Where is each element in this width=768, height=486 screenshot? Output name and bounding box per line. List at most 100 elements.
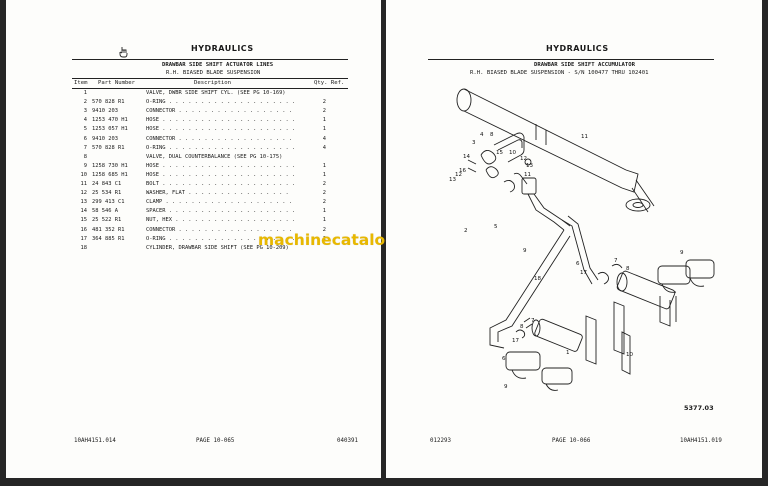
callout-8b: 8 (626, 266, 630, 272)
part-quantity: 1 (322, 208, 326, 215)
figure-number: 5377.03 (684, 404, 714, 412)
part-quantity: 1 (322, 171, 326, 178)
right-footer-code: 10AH4151.019 (680, 438, 722, 444)
callouts: 13 12 14 16 3 4 8 15 10 12 13 11 11 2 5 … (449, 132, 684, 390)
table-row: 16 481 352 R1 CONNECTOR . . . . . . . . . … (0, 227, 375, 236)
part-number: 9410 203 (92, 108, 118, 115)
part-quantity: 2 (322, 108, 326, 115)
part-description: O-RING . . . . . . . . . . . . . . . . .… (146, 235, 296, 242)
part-description: HOSE . . . . . . . . . . . . . . . . . .… (146, 162, 296, 169)
table-row: 5 1253 057 H1 HOSE . . . . . . . . . . . .… (0, 126, 375, 135)
hose-lines (489, 215, 599, 349)
part-quantity: 2 (322, 235, 326, 242)
item-number: 16 (80, 226, 88, 233)
callout-11b: 11 (524, 172, 531, 178)
cylinder-drawing (456, 88, 655, 213)
table-row: 10 1258 685 H1 HOSE . . . . . . . . . . . … (0, 172, 375, 181)
left-footer-date: 040391 (337, 438, 358, 444)
item-number: 3 (83, 108, 87, 115)
callout-8c: 8 (520, 324, 524, 330)
part-number: 570 828 R1 (92, 99, 125, 106)
right-page (386, 0, 762, 478)
item-number: 17 (80, 235, 88, 242)
item-number: 5 (83, 126, 87, 133)
part-description: HOSE . . . . . . . . . . . . . . . . . .… (146, 171, 296, 178)
part-number: 58 546 A (92, 208, 118, 215)
callout-17b: 17 (512, 338, 519, 344)
part-quantity: 1 (322, 117, 326, 124)
part-description: SPACER . . . . . . . . . . . . . . . . .… (146, 208, 296, 215)
callout-9c: 9 (504, 384, 508, 390)
part-description: WASHER, FLAT . . . . . . . . . . . . . .… (146, 190, 289, 197)
callout-10: 10 (509, 150, 516, 156)
col-desc: Description (194, 80, 232, 86)
part-quantity: 4 (322, 144, 326, 151)
left-header: HYDRAULICS (191, 44, 254, 53)
item-number: 13 (80, 199, 88, 206)
part-number: 25 534 R1 (92, 190, 122, 197)
part-number: 1258 685 H1 (92, 171, 128, 178)
part-number: 1253 470 H1 (92, 117, 128, 124)
item-number: 1 (83, 90, 87, 96)
item-number: 14 (80, 208, 88, 215)
part-description: CYLINDER, DRAWBAR SIDE SHIFT (SEE PG 10-… (146, 244, 289, 251)
item-number: 10 (80, 171, 88, 178)
accumulator-upper (597, 259, 715, 327)
callout-5: 5 (494, 224, 498, 230)
part-description: CLAMP . . . . . . . . . . . . . . . . . … (146, 199, 293, 206)
item-number: 4 (83, 117, 87, 124)
part-number: 1253 057 H1 (92, 126, 128, 133)
table-row: 12 25 534 R1 WASHER, FLAT . . . . . . . . … (0, 190, 375, 199)
part-description: HOSE . . . . . . . . . . . . . . . . . .… (146, 126, 296, 133)
part-description: CONNECTOR . . . . . . . . . . . . . . . … (146, 226, 293, 233)
item-number: 6 (83, 135, 87, 142)
part-number: 299 413 C1 (92, 199, 125, 206)
item-number: 11 (80, 181, 88, 187)
callout-13: 13 (449, 177, 456, 183)
part-number: 9410 203 (92, 135, 118, 142)
part-quantity: 2 (322, 190, 326, 197)
callout-18: 18 (534, 276, 541, 282)
part-quantity: 1 (322, 162, 326, 169)
callout-6b: 6 (502, 356, 506, 362)
part-quantity: 4 (322, 135, 326, 142)
item-number: 15 (80, 217, 88, 224)
accumulator-lower (505, 301, 631, 391)
right-title: DRAWBAR SIDE SHIFT ACCUMULATOR (534, 62, 636, 68)
callout-4: 4 (480, 132, 484, 138)
callout-2: 2 (464, 228, 468, 234)
part-description: CONNECTOR . . . . . . . . . . . . . . . … (146, 135, 293, 142)
right-footer-date: 012293 (430, 438, 451, 444)
part-description: O-RING . . . . . . . . . . . . . . . . .… (146, 144, 296, 151)
part-quantity: 1 (322, 126, 326, 133)
col-part: Part Number (98, 80, 136, 86)
part-quantity: 2 (322, 99, 326, 106)
table-row: 14 58 546 A SPACER . . . . . . . . . . . .… (0, 208, 375, 217)
right-top-rule (428, 59, 714, 60)
item-number: 12 (80, 190, 88, 197)
callout-13b: 13 (526, 163, 533, 169)
callout-14: 14 (463, 154, 470, 160)
part-number: 481 352 R1 (92, 226, 125, 233)
top-rule (72, 59, 348, 60)
callout-7b: 7 (531, 318, 535, 324)
part-number: 1258 730 H1 (92, 162, 128, 169)
callout-11: 11 (581, 134, 588, 140)
left-subtitle: R.H. BIASED BLADE SUSPENSION (166, 70, 261, 76)
table-row: 6 9410 203 CONNECTOR . . . . . . . . . . .… (0, 136, 375, 145)
part-quantity: 2 (322, 199, 326, 206)
col-qty: Qty. Ref. (314, 80, 345, 86)
item-number: 9 (83, 162, 87, 169)
right-header: HYDRAULICS (546, 44, 609, 53)
